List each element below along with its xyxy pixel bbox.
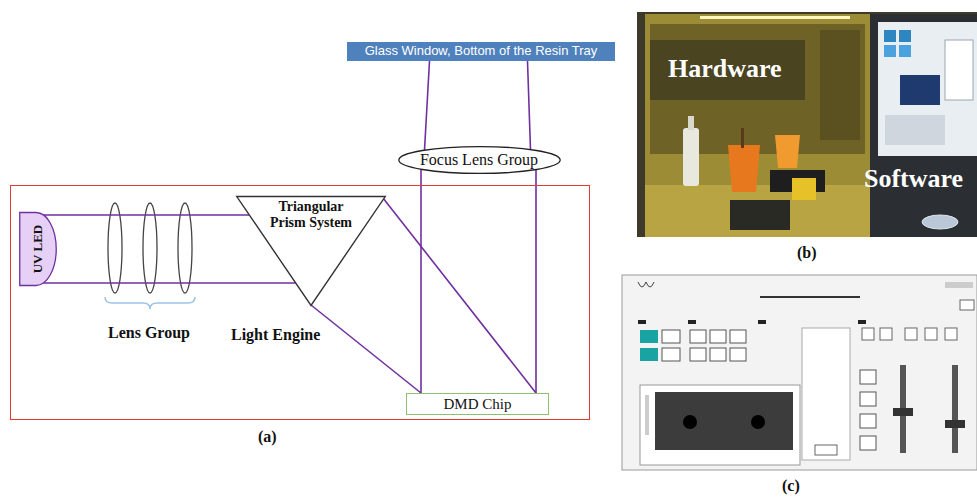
hardware-photo-part xyxy=(884,30,896,42)
software-screenshot-part xyxy=(730,348,746,361)
lens-group-drawing-part xyxy=(143,203,157,293)
software-screenshot-part xyxy=(751,415,765,429)
hardware-photo-part xyxy=(899,30,911,42)
software-screenshot-part xyxy=(802,328,850,460)
software-screenshot-part xyxy=(858,320,866,324)
software-screenshot-part xyxy=(688,320,696,324)
hardware-photo-part xyxy=(775,135,800,168)
node-label: UV LED xyxy=(31,225,45,274)
software-screenshot-part xyxy=(710,348,726,361)
lens-group-drawing xyxy=(105,203,195,309)
software-screenshot-part xyxy=(945,420,965,428)
panel-label: (b) xyxy=(797,244,817,262)
node-label: Focus Lens Group xyxy=(420,151,538,169)
dmd-chip: DMD Chip xyxy=(406,393,549,415)
software-screenshot-part xyxy=(862,328,874,340)
focus-lens-group: Focus Lens Group xyxy=(398,146,561,174)
software-screenshot-part xyxy=(730,330,746,343)
hardware-photo-part xyxy=(878,22,977,156)
hardware-photo-part xyxy=(885,115,945,145)
software-screenshot-part xyxy=(710,330,726,343)
software-screenshot-part xyxy=(622,275,977,470)
photo-label: Software xyxy=(864,165,963,194)
node-label: DMD Chip xyxy=(444,396,512,413)
hardware-photo-part xyxy=(683,128,699,186)
hardware-photo-part xyxy=(645,14,870,237)
software-screenshot-part xyxy=(952,365,958,453)
software-screenshot-part xyxy=(690,348,706,361)
hardware-photo-part xyxy=(899,45,911,57)
hardware-photo-part xyxy=(945,40,973,100)
software-screenshot-part xyxy=(860,436,876,450)
hardware-photo-part xyxy=(700,16,850,19)
software-screenshot-part xyxy=(640,330,658,343)
panel-label: (c) xyxy=(782,477,800,495)
glass-window: Glass Window, Bottom of the Resin Tray xyxy=(347,42,615,61)
software-screenshot-part xyxy=(758,320,766,324)
software-screenshot-part xyxy=(860,392,876,406)
hardware-photo-part xyxy=(650,40,805,100)
software-screenshot-part xyxy=(690,330,706,343)
software-screenshot-part xyxy=(662,330,680,343)
software-screenshot-part xyxy=(905,328,917,340)
triangular-prism: Triangular Prism System xyxy=(236,196,386,306)
software-screenshot-part xyxy=(638,320,646,324)
hardware-photo-part xyxy=(741,128,744,148)
software-screenshot-part xyxy=(640,348,658,361)
part-label: Lens Group xyxy=(108,324,190,342)
lens-group-drawing-part xyxy=(105,297,195,309)
software-screenshot-part xyxy=(683,415,697,429)
lens-group-drawing-part xyxy=(108,203,122,293)
hardware-photo-part xyxy=(820,30,860,140)
hardware-photo-part xyxy=(650,24,865,154)
software-screenshot-part xyxy=(815,445,837,455)
hardware-photo-part xyxy=(688,116,694,130)
light-engine-box: Light Engine UV LED Triangular Prism Syste… xyxy=(10,185,590,420)
lens-group-drawing-part xyxy=(178,203,192,293)
node-label: Triangular Prism System xyxy=(263,199,359,231)
software-screenshot-part xyxy=(662,348,680,361)
node-label: Glass Window, Bottom of the Resin Tray xyxy=(365,44,598,58)
node-label: Light Engine xyxy=(231,326,320,344)
software-screenshot xyxy=(622,275,977,470)
hardware-photo-part xyxy=(728,145,760,192)
panel-label: (a) xyxy=(258,428,277,446)
software-screenshot-part xyxy=(655,392,793,450)
hardware-photo-part xyxy=(922,215,958,229)
hardware-photo-part xyxy=(900,75,940,105)
software-screenshot-part xyxy=(638,282,654,287)
software-screenshot-part xyxy=(645,395,649,435)
software-screenshot-part xyxy=(860,370,876,384)
uv-led: UV LED xyxy=(19,211,57,287)
photo-label: Hardware xyxy=(668,55,782,84)
hardware-photo-part xyxy=(637,12,977,237)
prism-triangle xyxy=(237,197,386,306)
led-body xyxy=(20,213,56,286)
software-screenshot-part xyxy=(760,296,860,298)
lens-ellipse xyxy=(398,147,559,174)
hardware-photo-part xyxy=(884,45,896,57)
light-ray xyxy=(421,169,536,393)
software-screenshot-part xyxy=(925,328,937,340)
software-screenshot-part xyxy=(880,328,892,340)
hardware-photo-part xyxy=(645,185,870,237)
hardware-photo-part xyxy=(870,14,977,237)
light-ray xyxy=(425,61,531,150)
software-screenshot-part xyxy=(945,282,973,288)
software-screenshot-part xyxy=(893,408,913,416)
software-screenshot-part xyxy=(945,328,957,340)
hardware-photo-part xyxy=(792,178,816,200)
software-screenshot-part xyxy=(960,300,974,310)
software-screenshot-part xyxy=(640,385,800,465)
software-screenshot-part xyxy=(860,414,876,428)
hardware-photo xyxy=(637,12,977,237)
hardware-photo-part xyxy=(730,200,790,230)
